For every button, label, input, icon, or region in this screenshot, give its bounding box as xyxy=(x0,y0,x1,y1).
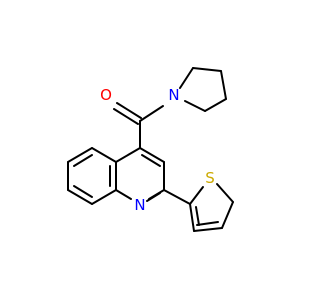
ring-to-thiophene-bond xyxy=(163,189,191,205)
quinoline-benzo-ring xyxy=(67,147,117,205)
pyrrolidine-ring xyxy=(179,67,227,112)
structure-drawing: O N N S xyxy=(67,67,234,232)
quinoline-nitrogen-label: N xyxy=(134,196,145,214)
sulfur-label: S xyxy=(205,169,215,187)
pyrrolidine-nitrogen-label: N xyxy=(168,86,179,104)
quinoline-pyridine-ring xyxy=(115,147,165,202)
oxygen-label: O xyxy=(100,86,112,104)
molecule-canvas: O N N S xyxy=(67,67,234,232)
amide-bond xyxy=(139,105,164,122)
carbonyl-double-bond xyxy=(113,102,142,125)
thiophene-ring xyxy=(189,183,234,232)
